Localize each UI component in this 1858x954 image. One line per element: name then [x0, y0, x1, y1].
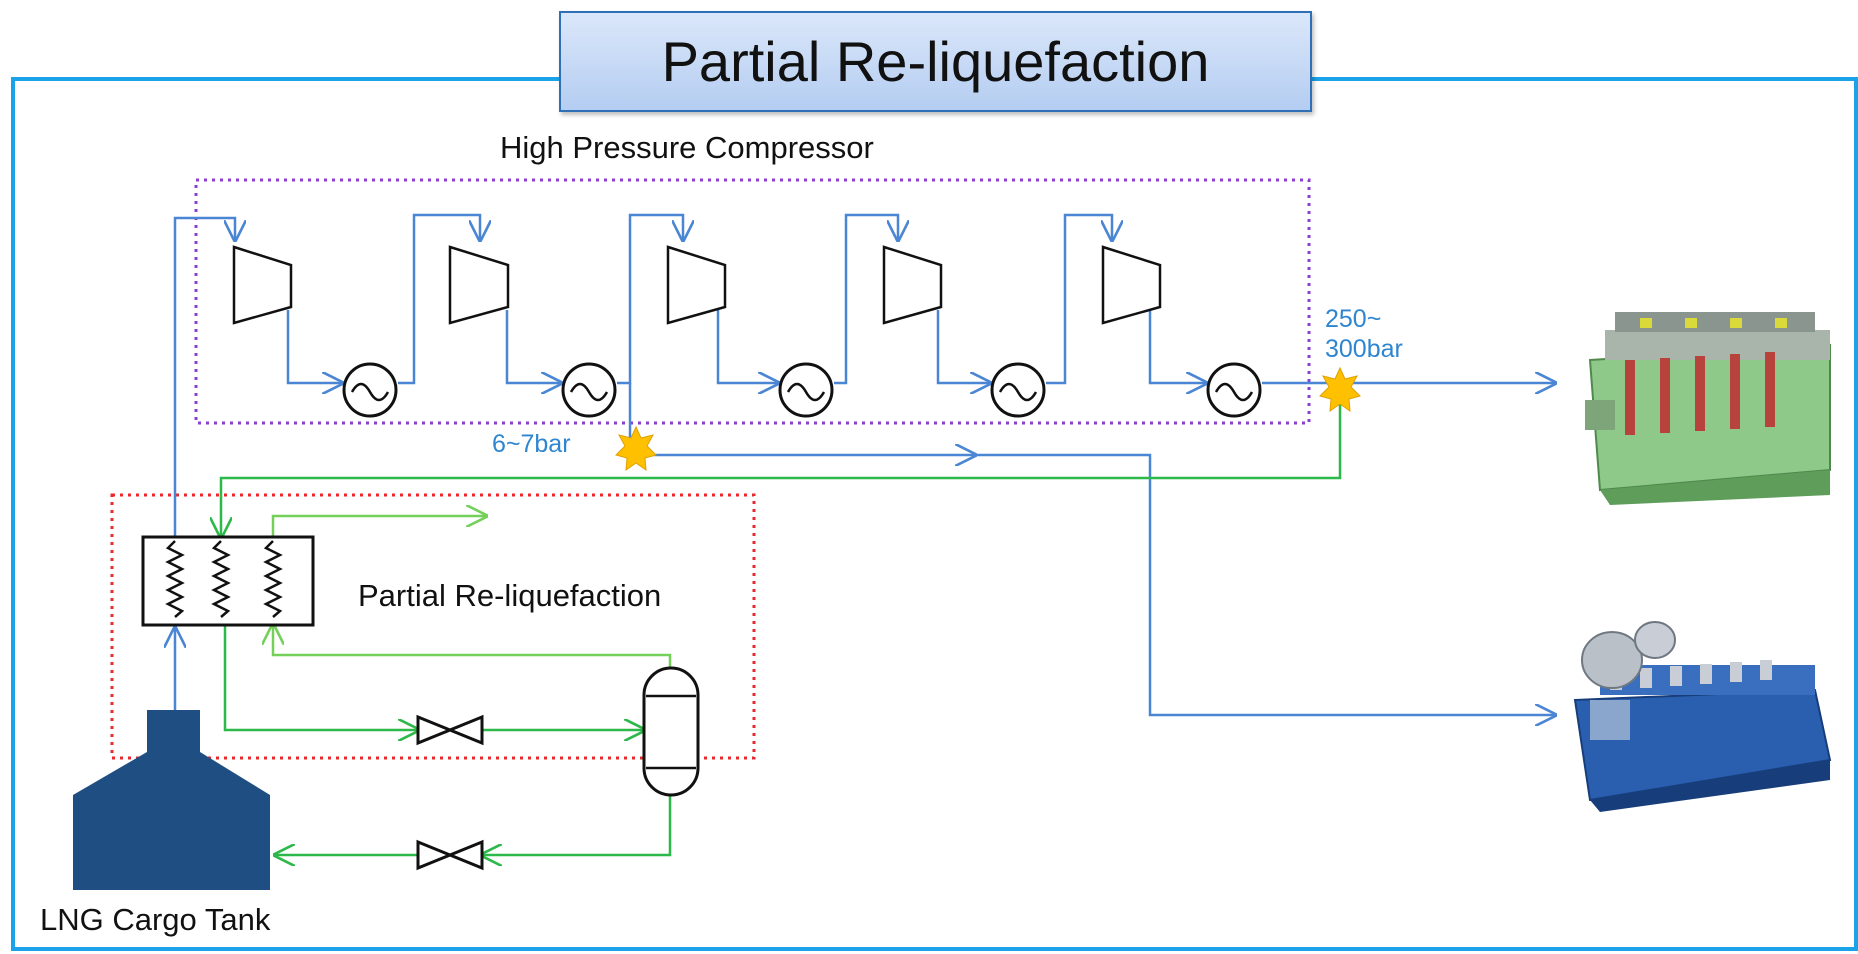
flash-gas-lines [273, 516, 672, 668]
lng-cargo-tank-icon [73, 710, 270, 890]
engine-icon [1585, 312, 1831, 505]
heat-exchanger-icon [561, 362, 617, 418]
heat-exchanger-icon [778, 362, 834, 418]
reliquefaction-section-label: Partial Re-liquefaction [358, 578, 662, 613]
compressor-section-box [194, 178, 1311, 425]
valve-icon [416, 714, 484, 746]
engine-icon [1573, 621, 1832, 812]
heat-exchanger-icon [342, 362, 398, 418]
heat-exchanger-icon [1206, 362, 1262, 418]
liquid-lines [221, 395, 1342, 855]
intercoolers [342, 362, 1262, 418]
main-heat-exchanger [141, 535, 315, 627]
gas-lines [175, 213, 1555, 715]
tank-label: LNG Cargo Tank [40, 902, 271, 937]
low-pressure-junction [615, 425, 657, 472]
high-pressure-label-line2: 300bar [1325, 335, 1403, 363]
compressor-stages [232, 245, 1162, 325]
compressor-icon [232, 245, 293, 325]
compressor-icon [448, 245, 510, 325]
valve-icon [416, 839, 484, 871]
high-pressure-junction [1319, 366, 1361, 413]
compressor-icon [1101, 245, 1162, 325]
reliquefaction-section-box [110, 493, 756, 760]
compressor-icon [882, 245, 943, 325]
heat-exchanger-icon [990, 362, 1046, 418]
compressor-icon [666, 245, 727, 325]
outer-frame [11, 77, 1858, 951]
separator-icon [642, 666, 700, 797]
page-title: Partial Re-liquefaction [559, 11, 1312, 112]
low-pressure-label: 6~7bar [492, 430, 571, 458]
compressor-section-label: High Pressure Compressor [500, 130, 874, 165]
high-pressure-label-line1: 250~ [1325, 305, 1382, 333]
